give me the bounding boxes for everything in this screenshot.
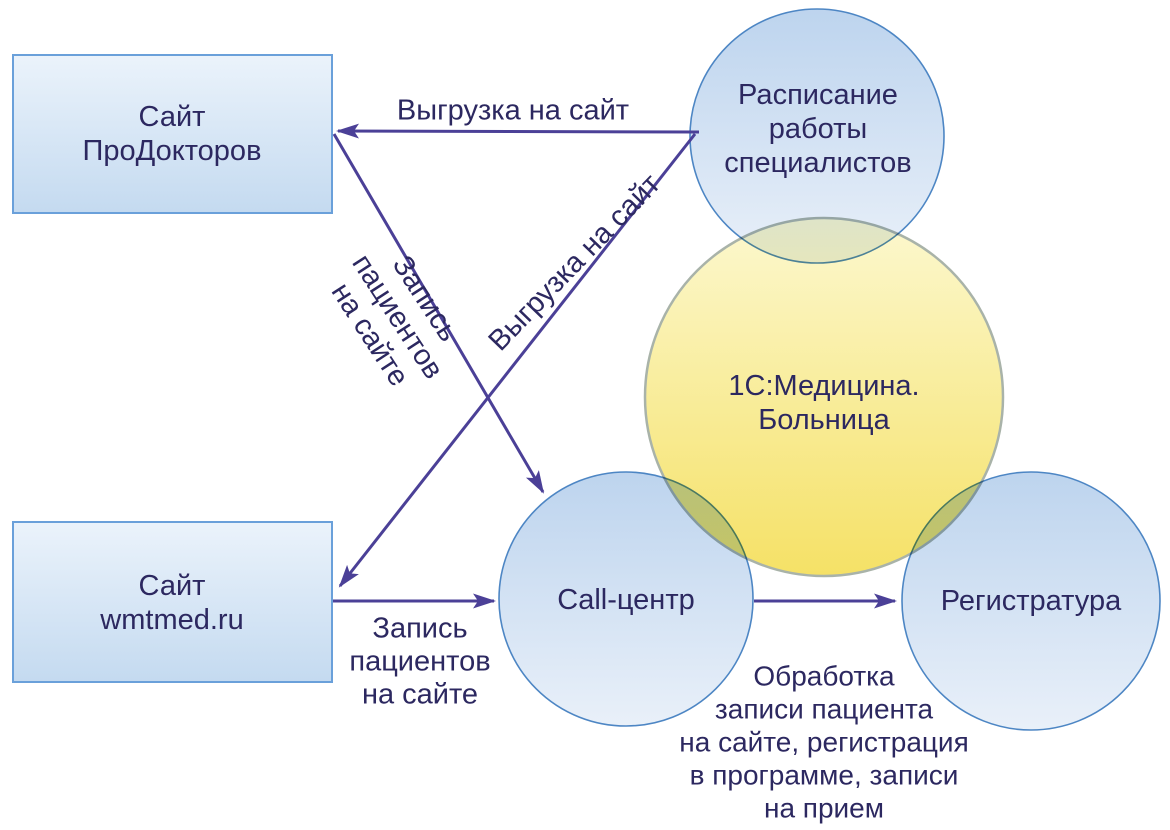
node-site-wmtmed-line1: Сайт [138,570,206,602]
edge-label-processing-line2: записи пациента [714,693,934,725]
node-1c-medicine-shape [643,216,1005,578]
node-schedule-line1: Расписание [738,79,898,111]
edge-label-processing-line5: на прием [763,792,885,824]
node-site-wmtmed-shape [12,521,333,683]
arrow-upload-to-wmtmed [338,133,697,588]
node-site-prodoctorov-line1: Сайт [138,101,206,133]
edge-label-processing-line4: в программе, записи [689,759,959,791]
node-site-prodoctorov-shape [12,54,333,214]
node-schedule-line2: работы [768,113,868,145]
arrow-booking-prodoctorov-to-callcenter [332,133,545,494]
node-call-center-label: Call-центр [557,583,694,617]
edge-label-processing-line1: Обработка [753,660,895,692]
arrow-upload-to-prodoctorov [336,123,700,139]
node-schedule-label: Расписание работы специалистов [724,78,911,180]
node-site-prodoctorov-label: Сайт ПроДокторов [83,100,262,168]
edge-label-processing: Обработка записи пациента на сайте, реги… [679,660,968,825]
edge-label-upload-to-prodoctorov: Выгрузка на сайт [396,94,630,127]
node-1c-medicine-label: 1С:Медицина. Больница [728,369,919,437]
edge-label-booking-wmtmed-line1: Запись [372,612,468,645]
node-site-wmtmed-label: Сайт wmtmed.ru [100,569,243,637]
node-schedule-line3: специалистов [724,147,912,179]
node-1c-medicine-line2: Больница [758,404,890,436]
node-1c-medicine-line1: 1С:Медицина. [728,370,920,402]
node-site-prodoctorov-line2: ПроДокторов [82,135,262,167]
node-registry-line1: Регистратура [940,585,1122,617]
node-registry-shape [901,471,1161,731]
edge-label-booking-from-wmtmed: Запись пациентов на сайте [349,613,490,712]
node-call-center-shape [498,471,754,727]
node-call-center-line1: Call-центр [557,584,695,616]
edge-label-booking-wmtmed-line3: на сайте [361,678,479,711]
edge-label-booking-wmtmed-line2: пациентов [349,645,491,678]
edge-label-processing-line3: на сайте, регистрация [679,726,969,758]
node-site-wmtmed-line2: wmtmed.ru [100,604,244,636]
node-registry-label: Регистратура [941,584,1121,618]
